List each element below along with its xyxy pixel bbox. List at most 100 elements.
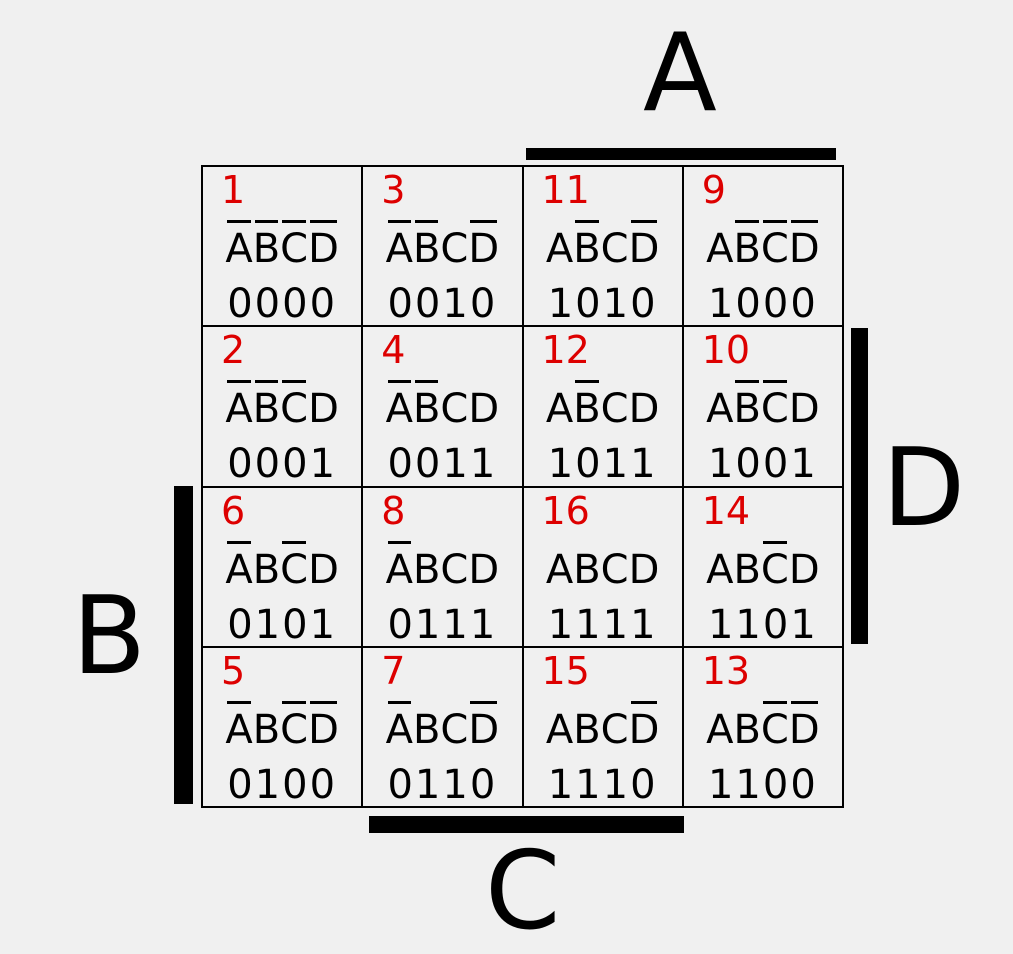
binary-code: 0100 (227, 761, 338, 808)
negated-literal: C (280, 220, 309, 272)
literal: D (628, 546, 660, 593)
cell-number: 5 (221, 648, 246, 693)
minterm-expression: ABCD (203, 380, 361, 433)
minterm-expression: ABCD (363, 540, 521, 593)
literal: A (545, 706, 574, 753)
literal: B (733, 546, 761, 593)
negated-literal: D (468, 220, 500, 272)
cell-number: 2 (221, 328, 246, 373)
minterm-expression: ABCD (203, 540, 361, 593)
axis-label-b: B (72, 574, 147, 699)
axis-label-c: C (485, 829, 561, 954)
literal: C (440, 386, 469, 433)
negated-literal: C (760, 220, 789, 272)
literal: B (252, 706, 281, 753)
literal: C (600, 386, 629, 433)
literal: D (468, 386, 500, 433)
literal: A (706, 226, 734, 272)
cell-number: 1 (221, 168, 246, 212)
cell-number: 3 (381, 168, 406, 212)
binary-code: 1110 (547, 761, 658, 808)
variable-b-bar (174, 486, 193, 804)
cell-number: 6 (221, 488, 246, 533)
cell-number: 13 (701, 648, 751, 693)
literal: B (573, 546, 601, 593)
negated-literal: A (385, 380, 413, 433)
cell-number: 15 (541, 648, 590, 693)
negated-literal: D (628, 220, 660, 272)
minterm-expression: ABCD (203, 220, 361, 272)
binary-code: 0010 (387, 281, 498, 327)
negated-literal: B (573, 380, 601, 433)
literal: D (788, 386, 820, 433)
negated-literal: C (280, 700, 309, 753)
minterm-expression: ABCD (363, 380, 521, 433)
negated-literal: A (385, 540, 413, 593)
literal: C (600, 226, 629, 272)
negated-literal: D (788, 220, 820, 272)
cell-number: 12 (541, 328, 590, 373)
literal: D (468, 546, 500, 593)
binary-code: 1000 (707, 281, 818, 327)
negated-literal: A (225, 700, 253, 753)
literal: B (252, 546, 281, 593)
binary-code: 0110 (387, 761, 498, 808)
negated-literal: A (225, 220, 253, 272)
binary-code: 1001 (707, 441, 818, 488)
negated-literal: A (225, 540, 253, 593)
binary-code: 0111 (387, 601, 498, 648)
literal: C (440, 546, 469, 593)
literal: B (412, 706, 441, 753)
literal: C (440, 226, 469, 272)
literal: B (573, 706, 601, 753)
minterm-expression: ABCD (684, 220, 842, 272)
cell-number: 10 (701, 328, 751, 373)
variable-a-bar (526, 148, 836, 160)
cell-number: 16 (541, 488, 590, 533)
cell-number: 9 (701, 168, 726, 212)
negated-literal: B (412, 380, 441, 433)
negated-literal: D (308, 220, 339, 272)
minterm-expression: ABCD (524, 700, 682, 753)
minterm-expression: ABCD (524, 550, 682, 590)
literal: A (706, 546, 734, 593)
literal: C (600, 546, 629, 593)
literal: D (788, 546, 820, 593)
binary-code: 0101 (227, 601, 338, 648)
negated-literal: B (573, 220, 601, 272)
axis-label-a: A (643, 11, 717, 136)
literal: A (545, 226, 574, 272)
cell-number: 4 (381, 328, 406, 373)
minterm-expression: ABCD (524, 380, 682, 433)
binary-code: 0011 (387, 441, 498, 488)
negated-literal: D (468, 700, 500, 753)
literal: B (733, 706, 761, 753)
negated-literal: C (760, 540, 789, 593)
cell-number: 14 (701, 488, 751, 533)
minterm-expression: ABCD (684, 380, 842, 433)
negated-literal: B (252, 380, 281, 433)
negated-literal: C (760, 700, 789, 753)
minterm-expression: ABCD (203, 700, 361, 753)
cell-number: 8 (381, 488, 406, 533)
literal: A (706, 386, 734, 433)
cell-number: 7 (381, 648, 406, 693)
binary-code: 1101 (707, 601, 818, 648)
negated-literal: B (412, 220, 441, 272)
negated-literal: A (385, 700, 413, 753)
axis-label-d: D (882, 426, 966, 551)
